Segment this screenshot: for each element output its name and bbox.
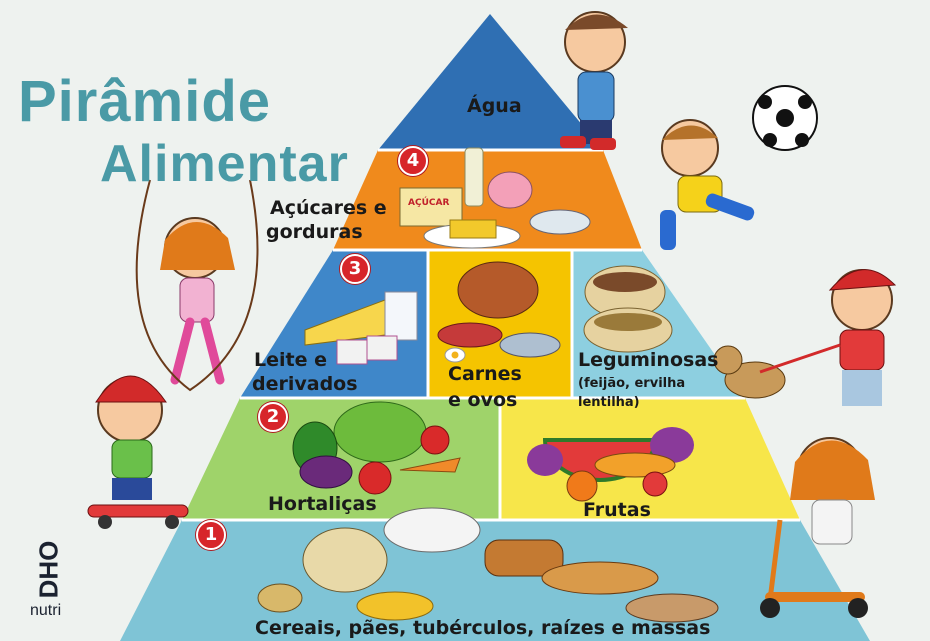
meat-eggs-foods xyxy=(437,261,561,363)
level-4-badge: 4 xyxy=(398,146,428,176)
logo-mark-text: DHO xyxy=(33,540,64,599)
label-dairy-line2: derivados xyxy=(252,373,358,395)
poster-title-line1: Pirâmide xyxy=(18,69,271,134)
label-vegetables: Hortaliças xyxy=(268,493,377,515)
label-sugars-line2: gorduras xyxy=(266,221,363,243)
cereal-foods xyxy=(257,507,719,623)
kid-walking-dog-illustration xyxy=(713,269,897,406)
kid-jump-rope-illustration xyxy=(135,179,259,392)
label-meat-line1: Carnes xyxy=(448,363,522,385)
label-fruits: Frutas xyxy=(583,499,651,521)
sugars-fats-foods xyxy=(399,147,591,249)
kid-drinking-water-illustration xyxy=(560,11,628,150)
label-cereals: Cereais, pães, tubérculos, raízes e mass… xyxy=(255,617,711,639)
label-legumes-note-line2: lentilha) xyxy=(578,395,640,410)
vegetable-foods xyxy=(292,401,461,495)
fruit-foods xyxy=(527,427,694,502)
label-legumes: Leguminosas xyxy=(578,349,719,371)
sugar-pack-label: AÇÚCAR xyxy=(408,198,450,208)
brand-logo: DHO nutri xyxy=(26,536,72,626)
tier-separators xyxy=(182,148,800,522)
tier-water xyxy=(378,14,603,150)
level-1-badge: 1 xyxy=(196,520,226,550)
dairy-foods xyxy=(304,291,418,365)
kid-skateboard-illustration xyxy=(87,375,189,529)
logo-wordmark: nutri xyxy=(30,602,62,619)
poster-title-line2: Alimentar xyxy=(100,135,349,193)
level-3-badge: 3 xyxy=(340,254,370,284)
label-meat-line2: e ovos xyxy=(448,389,518,411)
level-2-badge: 2 xyxy=(258,402,288,432)
legumes-foods xyxy=(583,265,673,353)
label-dairy-line1: Leite e xyxy=(254,349,327,371)
label-sugars-line1: Açúcares e xyxy=(270,197,387,219)
kid-kicking-ball-illustration xyxy=(660,119,755,250)
label-legumes-note-line1: (feijão, ervilha xyxy=(578,376,686,391)
label-water: Água xyxy=(467,95,522,117)
kid-scooter-illustration xyxy=(760,437,875,618)
soccer-ball-illustration xyxy=(752,85,818,151)
